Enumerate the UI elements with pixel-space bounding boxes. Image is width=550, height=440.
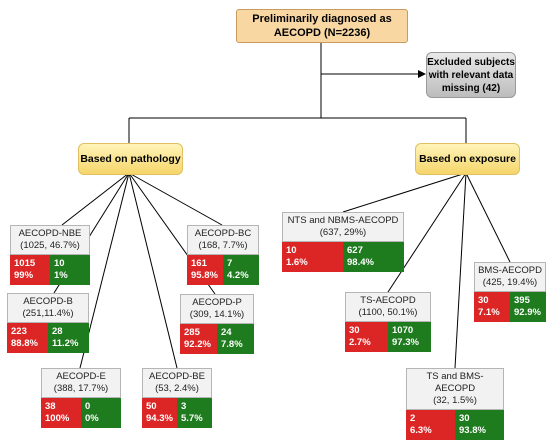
- category-exposure-label: Based on exposure: [419, 153, 516, 165]
- node-subtitle: (1025, 46.7%): [20, 240, 80, 251]
- node-header: AECOPD-BE (53, 2.4%): [142, 368, 212, 398]
- node-subtitle: (309, 14.1%): [189, 309, 245, 320]
- node-header: NTS and NBMS-AECOPD (637, 29%): [282, 212, 404, 242]
- node-title: TS-AECOPD: [360, 295, 416, 306]
- excluded-line-3: missing (42): [441, 82, 501, 94]
- root-line-2: AECOPD (N=2236): [273, 27, 371, 39]
- node-header: AECOPD-P (309, 14.1%): [180, 294, 254, 324]
- category-exposure: Based on exposure: [415, 143, 520, 175]
- node-header: AECOPD-BC (168, 7.7%): [187, 225, 259, 255]
- excluded-line-2: with relevant data: [428, 69, 514, 81]
- node-title: TS and BMS-AECOPD: [426, 371, 484, 394]
- node-header: TS and BMS-AECOPD (32, 1.5%): [406, 368, 504, 410]
- category-pathology-label: Based on pathology: [80, 153, 181, 165]
- branch-be: [128, 172, 178, 369]
- node-title: AECOPD-B: [23, 296, 73, 307]
- node-header: AECOPD-NBE (1025, 46.7%): [10, 225, 90, 255]
- branch-bms: [465, 172, 511, 263]
- node-title: AECOPD-BC: [194, 228, 252, 239]
- excluded-line-1: Excluded subjects: [427, 56, 515, 68]
- root-node: Preliminarily diagnosed as AECOPD (N=223…: [236, 9, 408, 43]
- node-subtitle: (168, 7.7%): [198, 240, 248, 251]
- node-title: BMS-AECOPD: [478, 265, 542, 276]
- excluded-node: Excluded subjects with relevant data mis…: [426, 52, 516, 98]
- branch-nbe: [61, 172, 130, 226]
- node-subtitle: (637, 29%): [319, 227, 367, 238]
- node-title: AECOPD-BE: [149, 371, 205, 382]
- excluded-arrow-head: [418, 70, 426, 78]
- node-title: NTS and NBMS-AECOPD: [287, 215, 399, 226]
- root-line-1: Preliminarily diagnosed as: [252, 13, 392, 25]
- category-pathology: Based on pathology: [78, 143, 183, 175]
- node-header: AECOPD-B (251,11.4%): [7, 293, 89, 323]
- node-subtitle: (1100, 50.1%): [358, 307, 418, 318]
- node-subtitle: (251,11.4%): [22, 308, 74, 319]
- branch-tsbms: [454, 172, 467, 369]
- node-subtitle: (53, 2.4%): [155, 383, 199, 394]
- node-subtitle: (32, 1.5%): [433, 395, 477, 406]
- branch-bc: [128, 172, 223, 226]
- connector-lines: [53, 42, 511, 369]
- node-header: AECOPD-E (388, 17.7%): [41, 368, 121, 398]
- node-header: BMS-AECOPD (425, 19.4%): [474, 262, 546, 292]
- node-subtitle: (388, 17.7%): [53, 383, 109, 394]
- node-subtitle: (425, 19.4%): [482, 277, 538, 288]
- branch-nts: [342, 172, 467, 213]
- node-title: AECOPD-P: [192, 297, 242, 308]
- node-title: AECOPD-NBE: [18, 228, 82, 239]
- node-header: TS-AECOPD (1100, 50.1%): [345, 292, 431, 322]
- node-title: AECOPD-E: [56, 371, 106, 382]
- branch-ts: [387, 172, 467, 293]
